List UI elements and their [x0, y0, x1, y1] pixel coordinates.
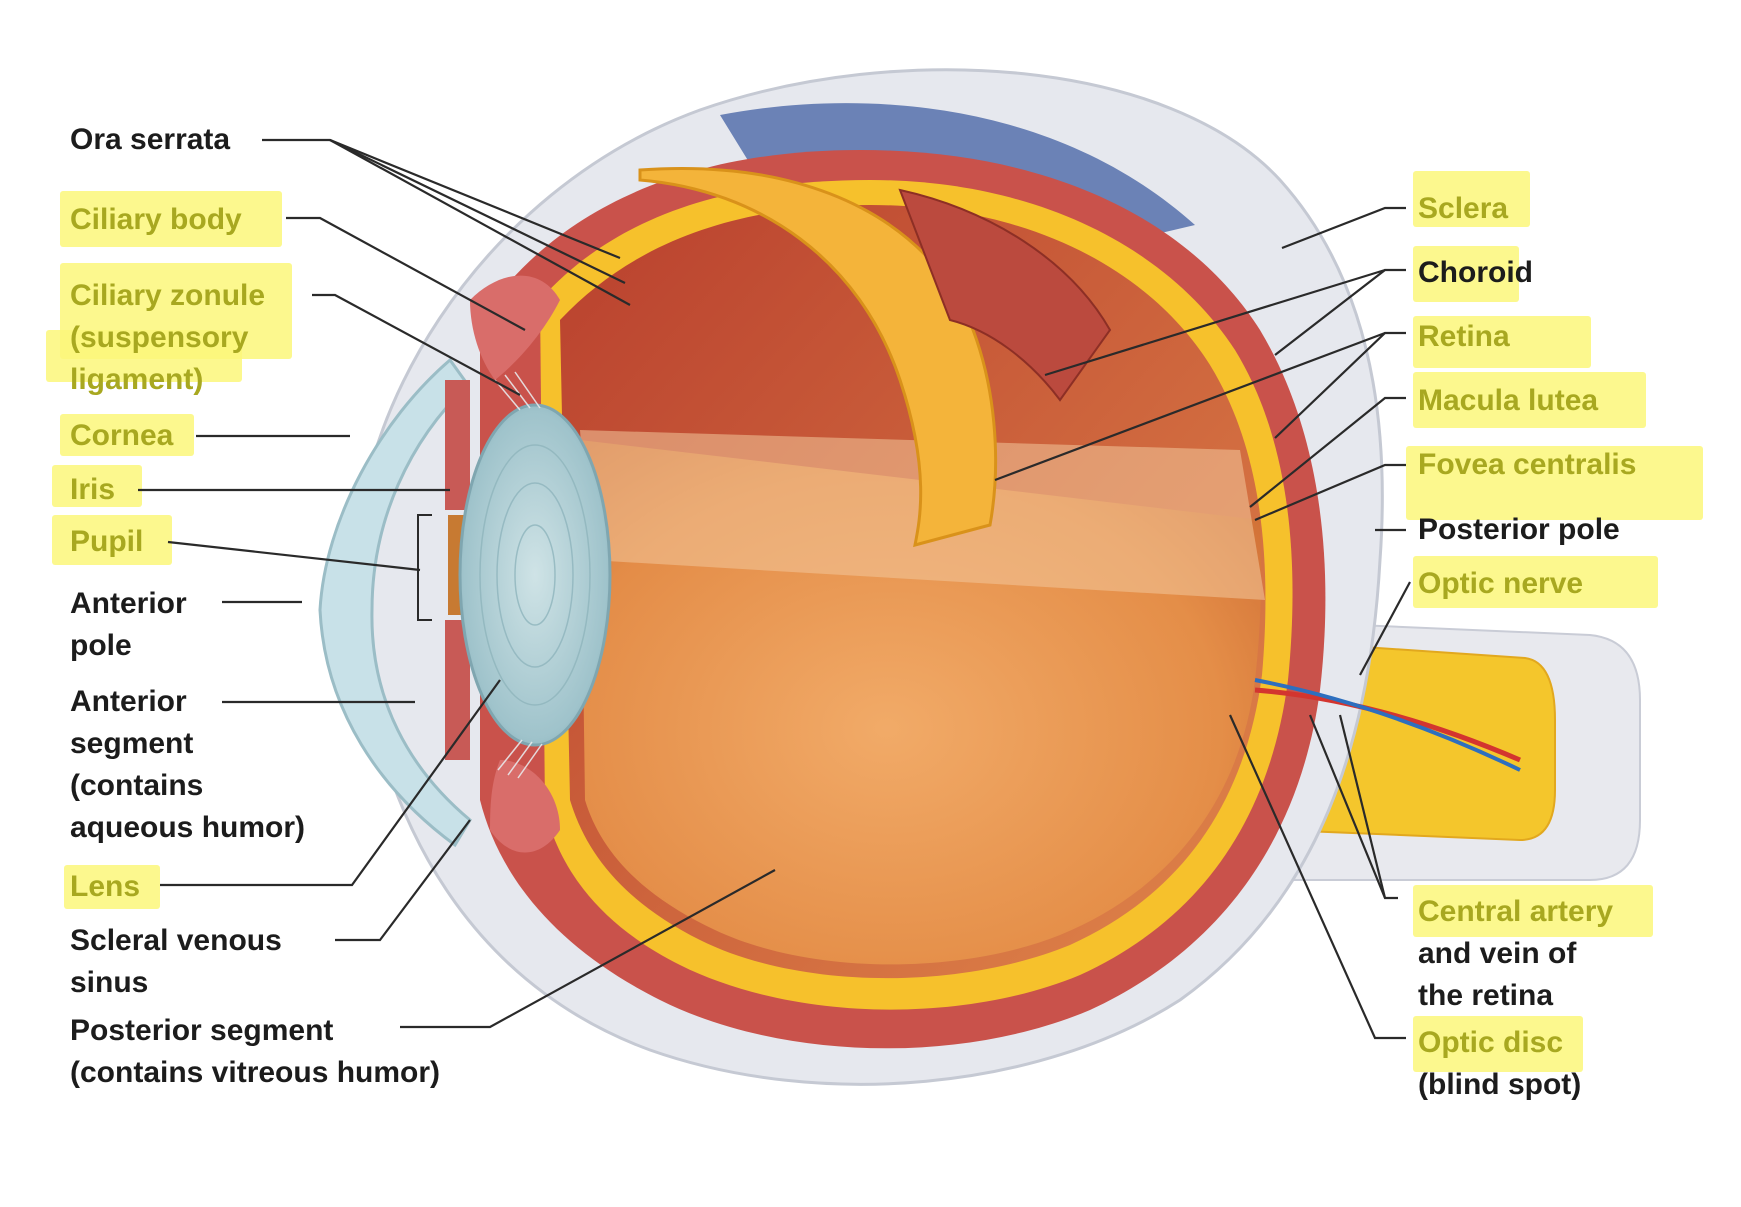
anterior-pole-text-2: pole	[70, 629, 132, 662]
central-artery-text-1: Central artery	[1418, 895, 1614, 928]
iris-shape-lower	[445, 620, 470, 760]
label-sclera: Sclera	[1418, 188, 1508, 230]
label-anterior-segment: Anterior segment (contains aqueous humor…	[70, 681, 305, 849]
label-cornea: Cornea	[70, 415, 173, 457]
anterior-segment-text-1: Anterior	[70, 685, 187, 718]
label-posterior-segment: Posterior segment (contains vitreous hum…	[70, 1010, 440, 1094]
ciliary-body-text: Ciliary body	[70, 203, 242, 236]
anterior-pole-bracket	[417, 514, 432, 621]
optic-disc-text-2: (blind spot)	[1418, 1068, 1582, 1101]
lens-text: Lens	[70, 870, 141, 903]
fovea-centralis-text: Fovea centralis	[1418, 448, 1637, 481]
macula-lutea-text: Macula lutea	[1418, 384, 1599, 417]
highlight-fovea-centralis	[1406, 446, 1703, 520]
posterior-segment-text-2: (contains vitreous humor)	[70, 1056, 441, 1089]
choroid-text: Choroid	[1418, 256, 1533, 289]
ora-serrata-text: Ora serrata	[70, 123, 231, 156]
highlight-optic-disc	[1413, 1016, 1583, 1072]
highlight-iris	[52, 465, 142, 507]
ciliary-body-top	[470, 275, 560, 380]
highlight-central-artery	[1413, 885, 1653, 937]
central-artery-text-2: and vein of	[1418, 937, 1577, 970]
highlight-ciliary-body	[60, 191, 282, 247]
scleral-sinus-text-1: Scleral venous	[70, 924, 282, 957]
cornea-text: Cornea	[70, 419, 174, 452]
retina-text: Retina	[1418, 320, 1510, 353]
highlight-sclera	[1413, 171, 1530, 227]
label-ora-serrata: Ora serrata	[70, 119, 230, 161]
iris-shape	[445, 380, 470, 510]
optic-nerve-text: Optic nerve	[1418, 567, 1584, 600]
leader-lines	[138, 138, 1411, 1040]
label-choroid: Choroid	[1418, 252, 1533, 294]
highlight-retina	[1413, 316, 1591, 368]
optic-disc-text-1: Optic disc	[1418, 1026, 1564, 1059]
posterior-pole-text: Posterior pole	[1418, 513, 1620, 546]
label-ciliary-body: Ciliary body	[70, 199, 242, 241]
cornea-shape	[318, 357, 472, 848]
label-iris: Iris	[70, 469, 115, 511]
highlight-pupil	[52, 515, 172, 565]
pupil-text: Pupil	[70, 525, 144, 558]
ciliary-zonule-text-2: (suspensory	[70, 321, 249, 354]
highlight-optic-nerve	[1413, 556, 1658, 608]
label-macula-lutea: Macula lutea	[1418, 380, 1598, 422]
anterior-segment-text-3: (contains	[70, 769, 204, 802]
anterior-pole-text-1: Anterior	[70, 587, 187, 620]
highlight-cornea	[60, 414, 194, 456]
anterior-segment-text-4: aqueous humor)	[70, 811, 306, 844]
central-vein	[1254, 678, 1521, 772]
highlight-lens	[64, 865, 160, 909]
label-retina: Retina	[1418, 316, 1510, 358]
ciliary-zonule-text-1: Ciliary zonule	[70, 279, 266, 312]
highlight-macula-lutea	[1413, 372, 1646, 428]
label-optic-disc: Optic disc (blind spot)	[1418, 1022, 1581, 1106]
iris-text: Iris	[70, 473, 116, 506]
choroid-flap	[898, 188, 1112, 402]
label-anterior-pole: Anterior pole	[70, 583, 187, 667]
label-fovea-centralis: Fovea centralis	[1418, 444, 1636, 486]
label-pupil: Pupil	[70, 521, 143, 563]
central-artery-text-3: the retina	[1418, 979, 1554, 1012]
label-central-artery-vein: Central artery and vein of the retina	[1418, 891, 1613, 1017]
anterior-segment-text-2: segment	[70, 727, 194, 760]
highlight-choroid	[1413, 246, 1519, 302]
label-ciliary-zonule: Ciliary zonule (suspensory ligament)	[70, 275, 265, 401]
label-lens: Lens	[70, 866, 140, 908]
label-scleral-venous-sinus: Scleral venous sinus	[70, 920, 282, 1004]
lens-shape	[458, 403, 612, 747]
highlight-ciliary-zonule-2	[46, 330, 242, 382]
scleral-sinus-text-2: sinus	[70, 966, 149, 999]
zonule-fibers	[494, 371, 543, 779]
posterior-segment-text-1: Posterior segment	[70, 1014, 334, 1047]
ciliary-zonule-text-3: ligament)	[70, 363, 204, 396]
retina-flap	[638, 167, 998, 548]
ciliary-body-bottom	[490, 760, 560, 853]
lens-rings	[479, 444, 591, 706]
label-posterior-pole: Posterior pole	[1418, 509, 1620, 551]
label-optic-nerve: Optic nerve	[1418, 563, 1583, 605]
sclera-text: Sclera	[1418, 192, 1509, 225]
